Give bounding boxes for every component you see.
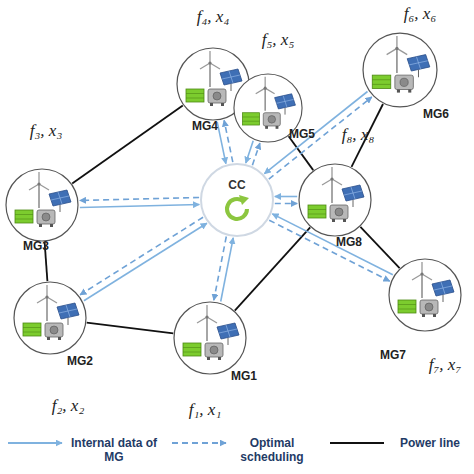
data-arrow [217, 122, 226, 164]
microgrid-circle: f₂, x₂MG2 [13, 281, 87, 355]
circle-outline [200, 163, 274, 237]
legend-dashed-arrow [172, 442, 226, 444]
microgrid-circle: f₅, x₅MG5 [233, 73, 303, 143]
microgrid-name: MG4 [192, 119, 218, 133]
microgrid-circle: f₆, x₆MG6 [362, 32, 438, 108]
legend-text: Optimal scheduling [232, 436, 312, 464]
circle-outline [298, 163, 372, 237]
microgrid-illustration [308, 167, 364, 222]
schedule-arrow [80, 217, 203, 295]
microgrid-illustration [23, 285, 79, 340]
objective-label: f₄, x₄ [197, 7, 230, 27]
circle-outline [5, 168, 79, 242]
control-center-circle: CC [200, 163, 274, 237]
objective-label: f₁, x₁ [189, 400, 222, 420]
microgrid-name: MG6 [423, 107, 449, 121]
microgrid-illustration [242, 77, 295, 129]
power-line [87, 323, 174, 334]
microgrid-illustration [398, 262, 454, 317]
microgrid-illustration [372, 36, 430, 92]
cycle-icon [227, 195, 249, 219]
legend-text: Power line [390, 436, 470, 450]
objective-label: f₈, x₈ [342, 125, 375, 145]
microgrid-name: MG8 [336, 235, 362, 249]
data-arrow [84, 223, 207, 301]
circle-outline [13, 281, 87, 355]
schedule-arrow [214, 237, 227, 301]
data-arrow [246, 141, 253, 163]
schedule-arrow [252, 143, 260, 165]
microgrid-illustration [15, 172, 71, 227]
data-arrow [80, 205, 199, 208]
circle-outline [362, 32, 438, 108]
objective-label: f₅, x₅ [262, 30, 295, 50]
power-line [235, 227, 310, 310]
microgrid-circle: f₃, x₃MG3 [5, 168, 79, 242]
microgrid-illustration [183, 305, 239, 360]
microgrid-circle: f₈, x₈MG8 [298, 163, 372, 237]
microgrid-circle: f₇, x₇MG7 [388, 258, 462, 332]
legend-solid-arrow [8, 442, 62, 444]
data-arrow [221, 238, 234, 302]
microgrid-name: MG1 [231, 369, 257, 383]
legend-power-line [330, 442, 384, 444]
schedule-arrow [275, 203, 297, 205]
objective-label: f₆, x₆ [404, 4, 437, 24]
power-line [72, 105, 183, 183]
microgrid-illustration [186, 51, 242, 106]
microgrid-name: MG7 [380, 348, 406, 362]
circle-outline [388, 258, 462, 332]
microgrid-circle: f₁, x₁MG1 [173, 301, 247, 375]
schedule-arrow [80, 198, 199, 201]
circle-outline [173, 301, 247, 375]
schedule-arrow [224, 120, 233, 162]
data-arrow [275, 196, 297, 198]
objective-label: f₇, x₇ [429, 355, 462, 375]
microgrid-name: MG3 [23, 239, 49, 253]
center-name: CC [228, 178, 245, 192]
legend-text: Internal data of MG [66, 436, 162, 464]
microgrid-name: MG5 [289, 127, 315, 141]
objective-label: f₃, x₃ [30, 121, 63, 141]
microgrid-name: MG2 [67, 354, 93, 368]
objective-label: f₂, x₂ [52, 396, 85, 416]
